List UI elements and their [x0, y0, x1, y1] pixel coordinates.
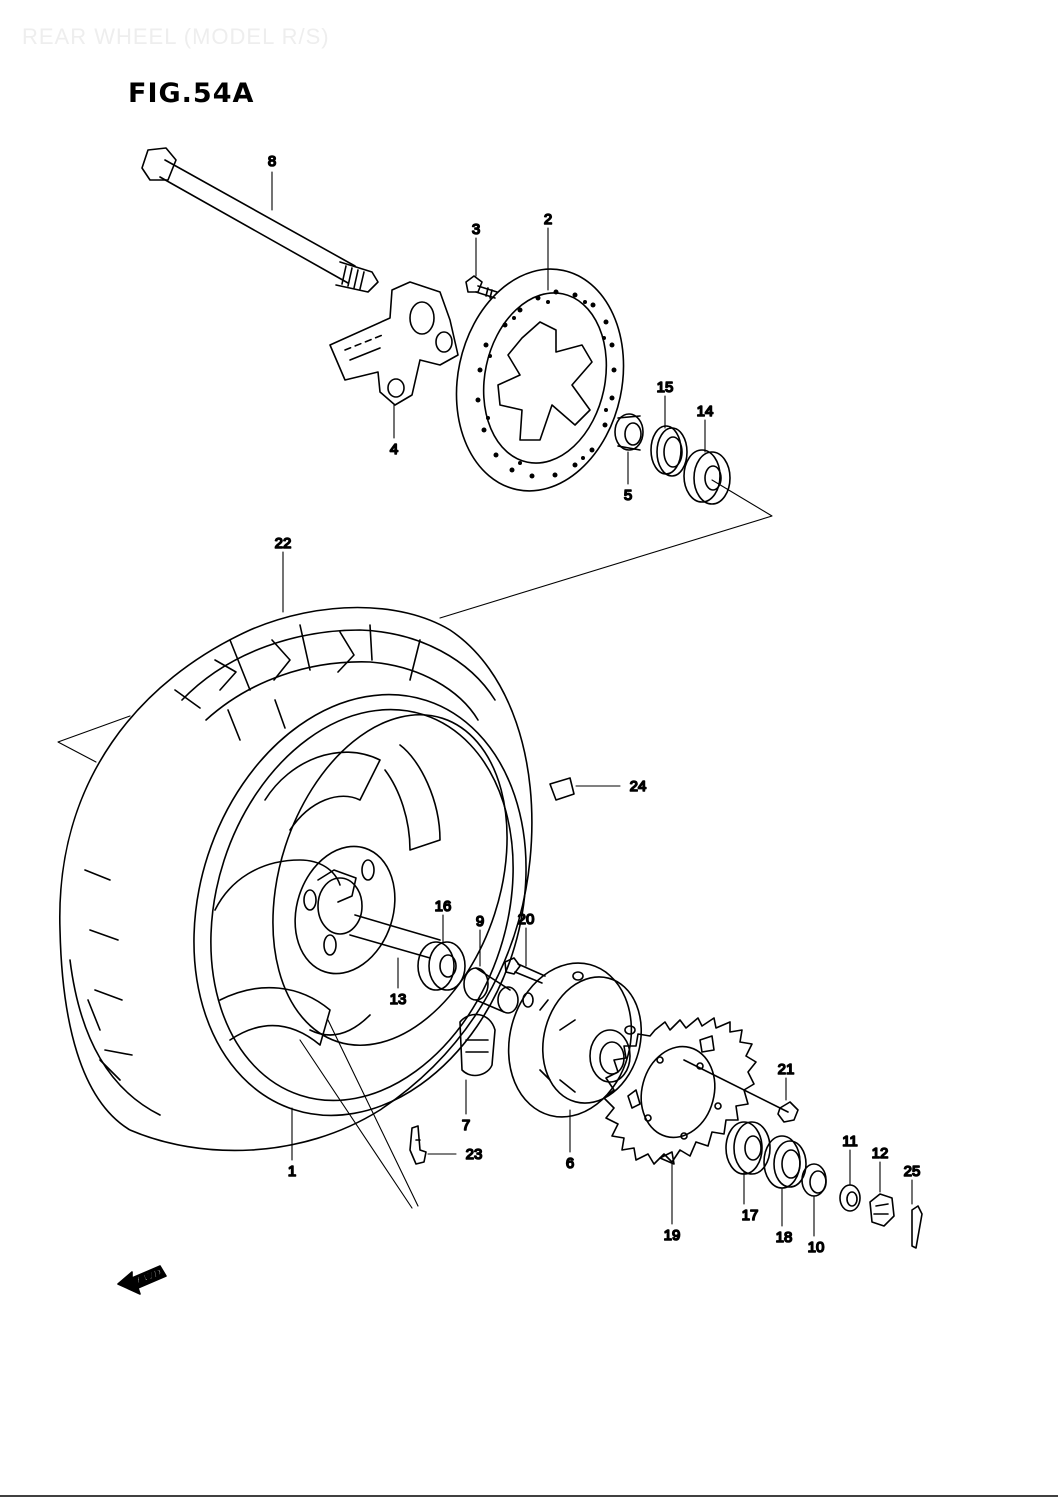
- tire: [59, 606, 533, 1152]
- brake-disc: [455, 268, 625, 492]
- callout-2: 2: [544, 211, 552, 228]
- castle-nut-12: [869, 1193, 895, 1227]
- bearing-16: [417, 941, 466, 991]
- figure-label: FIG.54A: [128, 78, 255, 109]
- callout-16: 16: [435, 898, 452, 915]
- hub-stub: [294, 845, 441, 975]
- faded-title: REAR WHEEL (MODEL R/S): [22, 24, 330, 49]
- valve-23: [409, 1125, 427, 1165]
- spacer-5: [614, 413, 644, 451]
- washer-11: [839, 1184, 861, 1212]
- axle: [141, 147, 379, 293]
- callout-13: 13: [390, 991, 407, 1008]
- callout-21: 21: [778, 1061, 795, 1078]
- callout-10: 10: [808, 1239, 825, 1256]
- callout-5: 5: [624, 487, 632, 504]
- callout-24: 24: [630, 778, 647, 795]
- rear-sprocket: [603, 1017, 789, 1165]
- bearing-14: [683, 449, 731, 505]
- spacer-10: [801, 1163, 827, 1197]
- damper-7: [459, 1013, 496, 1077]
- callout-3: 3: [472, 221, 480, 238]
- callout-18: 18: [776, 1229, 793, 1246]
- balance-weight-24: [549, 777, 575, 801]
- caliper-bracket: [329, 281, 459, 406]
- cotter-pin-25: [911, 1205, 923, 1249]
- callout-17: 17: [742, 1207, 759, 1224]
- callout-19: 19: [664, 1227, 681, 1244]
- callout-22: 22: [275, 535, 292, 552]
- callout-8: 8: [268, 153, 276, 170]
- callout-14: 14: [697, 403, 714, 420]
- nut-21: [777, 1101, 799, 1123]
- callout-11: 11: [842, 1133, 858, 1150]
- callout-15: 15: [657, 379, 674, 396]
- sprocket-drum: [507, 962, 643, 1118]
- callout-12: 12: [872, 1145, 889, 1162]
- callout-20: 20: [518, 911, 535, 928]
- callout-4: 4: [390, 441, 398, 458]
- callout-6: 6: [566, 1155, 574, 1172]
- spacer-9: [463, 967, 534, 1014]
- disc-bolt: [465, 275, 498, 299]
- callout-9: 9: [476, 913, 484, 930]
- callout-labels: 8 3 2 4 15 14 5 22 24 16 9 20 13 7 23 1 …: [267, 152, 921, 1257]
- leader-lines: [57, 171, 913, 1237]
- bearing-17: [725, 1121, 771, 1175]
- rim: [193, 693, 527, 1117]
- oil-seal-15: [650, 425, 688, 477]
- callout-7: 7: [462, 1117, 470, 1134]
- forward-arrow-icon: FWD: [117, 1265, 167, 1295]
- callout-1: 1: [288, 1163, 296, 1180]
- callout-25: 25: [904, 1163, 921, 1180]
- callout-23: 23: [466, 1146, 483, 1163]
